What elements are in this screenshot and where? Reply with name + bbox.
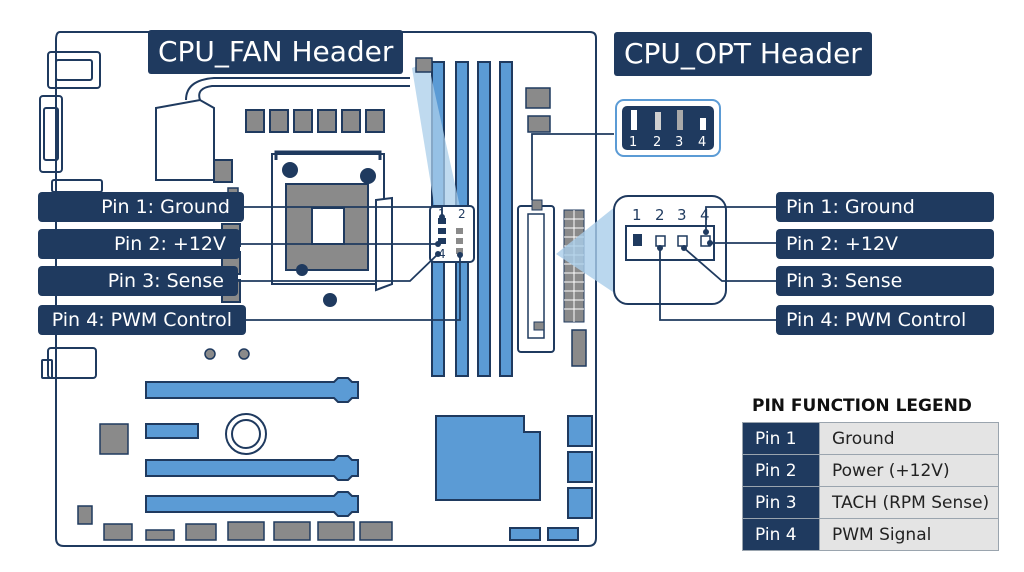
left-pin4-label: Pin 4: PWM Control xyxy=(38,305,246,335)
cpu-fan-pin2-number: 2 xyxy=(458,207,466,221)
cpu-fan-title: CPU_FAN Header xyxy=(148,30,404,74)
pin-function-legend: Pin 1 Ground Pin 2 Power (+12V) Pin 3 TA… xyxy=(742,422,999,551)
cpu-opt-leader xyxy=(531,133,614,200)
legend-function-cell: Ground xyxy=(819,422,999,455)
legend-pin-cell: Pin 4 xyxy=(742,518,820,551)
right-pin1-label: Pin 1: Ground xyxy=(776,192,994,222)
left-pin2-label: Pin 2: +12V xyxy=(38,229,240,259)
opt-mag-pin1-number: 1 xyxy=(632,206,642,224)
right-pin4-label: Pin 4: PWM Control xyxy=(776,305,994,335)
vrm-heatpipe xyxy=(198,85,410,101)
opt-thumb-pin4-number: 4 xyxy=(698,135,706,150)
right-pin2-label: Pin 2: +12V xyxy=(776,229,994,259)
cpu-socket xyxy=(271,150,393,307)
legend-pin-cell: Pin 1 xyxy=(742,422,820,455)
legend-function-cell: TACH (RPM Sense) xyxy=(819,486,999,519)
legend-row: Pin 2 Power (+12V) xyxy=(742,454,999,487)
cpu-fan-header xyxy=(429,205,475,263)
legend-function-cell: Power (+12V) xyxy=(819,454,999,487)
opt-thumb-pin1-number: 1 xyxy=(629,135,637,150)
rear-io-ports xyxy=(39,51,103,379)
opt-thumb-pin3-number: 3 xyxy=(675,135,683,150)
opt-mag-pin4-number: 4 xyxy=(700,206,710,224)
cpu-fan-highlight xyxy=(412,62,462,216)
legend-pin-cell: Pin 2 xyxy=(742,454,820,487)
left-leader-lines xyxy=(234,206,461,321)
cpu-opt-highlight xyxy=(556,206,616,294)
legend-pin-cell: Pin 3 xyxy=(742,486,820,519)
right-pin3-label: Pin 3: Sense xyxy=(776,266,994,296)
left-pin3-label: Pin 3: Sense xyxy=(38,266,238,296)
opt-mag-pin2-number: 2 xyxy=(655,206,665,224)
pcie-slots xyxy=(145,377,359,517)
chipset-heatsink xyxy=(435,415,541,501)
legend-row: Pin 1 Ground xyxy=(742,422,999,455)
cpu-fan-pin4-number: 4 xyxy=(438,247,446,261)
cmos-battery xyxy=(225,413,267,455)
cpu-opt-header-thumbnail xyxy=(615,99,721,157)
cpu-opt-header-magnified xyxy=(613,195,727,305)
sata-ports xyxy=(509,415,593,541)
right-leader-lines xyxy=(659,206,776,321)
legend-function-cell: PWM Signal xyxy=(819,518,999,551)
left-pin1-label: Pin 1: Ground xyxy=(38,192,244,222)
vrm-heatsink-left xyxy=(155,98,215,181)
legend-title: PIN FUNCTION LEGEND xyxy=(752,396,972,416)
cpu-opt-title: CPU_OPT Header xyxy=(614,32,872,76)
legend-row: Pin 4 PWM Signal xyxy=(742,518,999,551)
opt-mag-pin3-number: 3 xyxy=(677,206,687,224)
opt-thumb-pin2-number: 2 xyxy=(653,135,661,150)
legend-row: Pin 3 TACH (RPM Sense) xyxy=(742,486,999,519)
atx-power-connector xyxy=(517,199,555,353)
